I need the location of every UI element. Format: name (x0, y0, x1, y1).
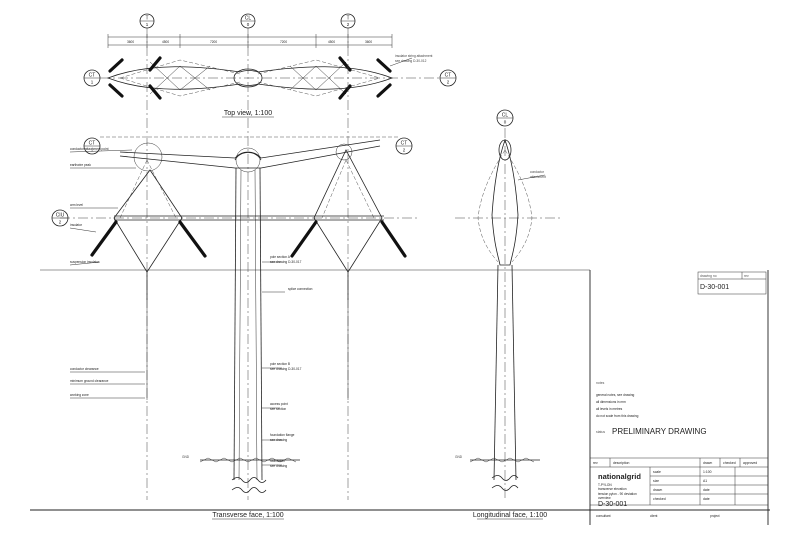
svg-text:all dimensions in mm: all dimensions in mm (596, 400, 626, 404)
svg-text:earthwire peak: earthwire peak (70, 163, 91, 167)
svg-text:GND: GND (182, 455, 190, 459)
svg-text:rev: rev (744, 274, 749, 278)
svg-text:size: size (653, 479, 659, 483)
svg-text:conductor clearance: conductor clearance (70, 367, 99, 371)
grid-marker-ct1-left: CT 1 (83, 69, 101, 87)
caption-longitudinal-face: Longitudinal face, 1:100 (473, 512, 547, 519)
svg-text:T: T (145, 16, 148, 22)
svg-text:see drawing: see drawing (270, 438, 287, 442)
svg-text:drawing no: drawing no (700, 274, 717, 278)
svg-text:T: T (346, 16, 349, 22)
svg-text:see drawing: see drawing (270, 464, 287, 468)
svg-text:see section: see section (270, 407, 286, 411)
svg-text:arm level: arm level (70, 203, 83, 207)
svg-text:suspension insulator: suspension insulator (70, 260, 100, 264)
svg-text:CIU: CIU (56, 213, 65, 219)
top-view: 3600 4500 7200 7200 4500 3600 insulator stri… (100, 28, 440, 500)
svg-text:CT: CT (89, 141, 96, 147)
svg-text:splice connection: splice connection (288, 287, 313, 291)
svg-text:all levels in metres: all levels in metres (596, 407, 623, 411)
svg-text:notes: notes (596, 381, 605, 385)
svg-text:0: 0 (247, 22, 250, 27)
svg-text:1: 1 (91, 148, 94, 153)
svg-text:insulator: insulator (70, 223, 83, 227)
svg-text:2: 2 (59, 220, 62, 225)
svg-text:CT: CT (89, 73, 96, 79)
drawing-number-top: D-30-001 (700, 284, 729, 291)
svg-text:do not scale from this drawing: do not scale from this drawing (596, 414, 639, 418)
svg-text:minimum ground clearance: minimum ground clearance (70, 379, 109, 383)
grid-marker-ct2-right: CT 2 (439, 69, 457, 87)
grid-marker-cl-top: CL 0 (240, 13, 256, 29)
svg-text:2: 2 (347, 22, 350, 27)
grid-marker-ct1-front: CT 1 (83, 137, 101, 155)
grid-marker-t1-top: T 1 (139, 13, 155, 29)
svg-text:tension pylon - 90 deviation: tension pylon - 90 deviation (598, 492, 637, 496)
svg-text:GND: GND (455, 455, 463, 459)
svg-text:pole section B: pole section B (270, 362, 290, 366)
svg-text:rev: rev (593, 461, 598, 465)
grid-marker-ciu-left: CIU 2 (51, 209, 69, 227)
svg-text:drawn: drawn (703, 461, 712, 465)
svg-text:4500: 4500 (162, 40, 169, 44)
svg-text:status: status (596, 430, 605, 434)
grid-marker-cl-side: CL 0 (496, 109, 514, 127)
svg-text:access point: access point (270, 402, 288, 406)
svg-text:drawn: drawn (653, 488, 662, 492)
svg-text:overview: overview (598, 496, 611, 500)
svg-text:2: 2 (403, 148, 406, 153)
grid-marker-t2-top: T 2 (340, 13, 356, 29)
svg-text:working zone: working zone (70, 393, 89, 397)
svg-text:0: 0 (504, 120, 507, 125)
svg-text:4500: 4500 (328, 40, 335, 44)
svg-text:CT: CT (401, 141, 408, 147)
svg-text:attachment: attachment (530, 175, 546, 179)
drawing-number-bottom: D-30-001 (598, 501, 627, 508)
grid-marker-ct2-front: CT 2 (395, 137, 413, 155)
svg-text:see drawing D-30-017: see drawing D-30-017 (270, 260, 302, 264)
svg-text:3600: 3600 (365, 40, 372, 44)
svg-text:general notes, see drawing: general notes, see drawing (596, 393, 635, 397)
svg-text:consultant: consultant (596, 514, 611, 518)
svg-text:conductor: conductor (530, 170, 545, 174)
transverse-face: conductor attachment point earthwire pea… (60, 136, 420, 493)
svg-text:see drawing D-30-017: see drawing D-30-017 (270, 367, 302, 371)
title-block: drawing no rev D-30-001 notes general no… (590, 271, 768, 518)
longitudinal-face: conductor attachment GND (455, 128, 560, 500)
svg-text:2: 2 (447, 80, 450, 85)
svg-text:date: date (703, 497, 710, 501)
svg-text:project: project (710, 514, 720, 518)
svg-text:A1: A1 (703, 479, 707, 483)
svg-text:date: date (703, 488, 710, 492)
svg-text:1: 1 (91, 80, 94, 85)
svg-text:1:100: 1:100 (703, 470, 712, 474)
svg-text:T-PYLON: T-PYLON (598, 483, 612, 487)
svg-text:7200: 7200 (210, 40, 217, 44)
svg-text:foundation: foundation (270, 459, 285, 463)
caption-transverse-face: Transverse face, 1:100 (212, 512, 283, 519)
svg-text:pole section A: pole section A (270, 255, 291, 259)
svg-text:7200: 7200 (280, 40, 287, 44)
svg-text:transverse elevation: transverse elevation (598, 487, 627, 491)
svg-text:approved: approved (743, 461, 757, 465)
svg-text:insulator string attachment: insulator string attachment (395, 54, 432, 58)
svg-text:conductor attachment point: conductor attachment point (70, 147, 109, 151)
svg-text:CL: CL (245, 16, 252, 22)
svg-text:foundation flange: foundation flange (270, 433, 295, 437)
svg-text:client: client (650, 514, 658, 518)
drawing-status: PRELIMINARY DRAWING (612, 427, 707, 436)
svg-text:CT: CT (445, 73, 452, 79)
svg-text:checked: checked (653, 497, 666, 501)
company-logo: nationalgrid (598, 472, 641, 481)
caption-top-view: Top view, 1:100 (224, 110, 272, 117)
svg-text:scale: scale (653, 470, 661, 474)
svg-text:1: 1 (146, 22, 149, 27)
svg-text:see drawing D-30-012: see drawing D-30-012 (395, 59, 427, 63)
svg-text:checked: checked (723, 461, 736, 465)
svg-text:CL: CL (502, 113, 509, 119)
svg-text:description: description (613, 461, 630, 465)
svg-text:3600: 3600 (127, 40, 134, 44)
